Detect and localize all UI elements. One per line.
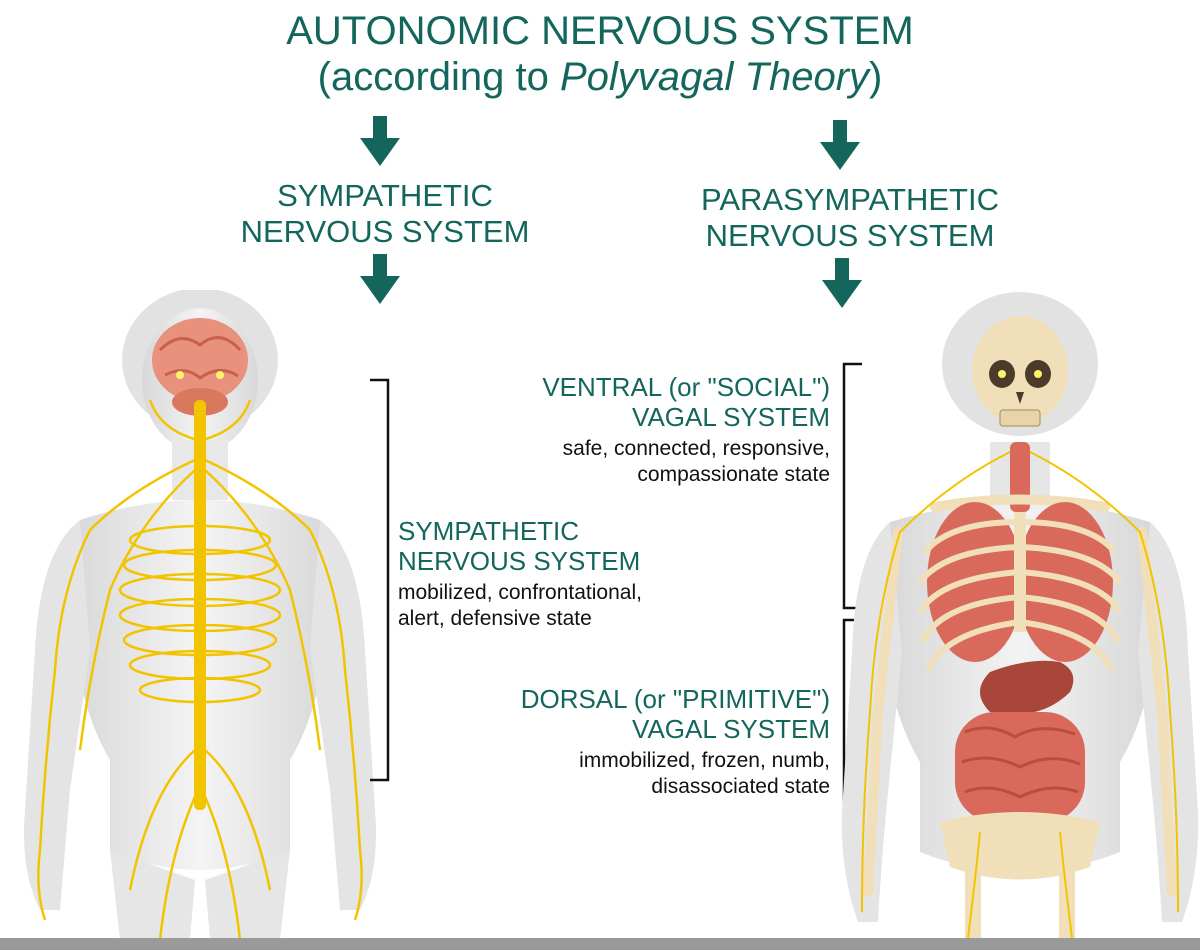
- branch-label-line: NERVOUS SYSTEM: [705, 218, 995, 253]
- callout-title-line: VAGAL SYSTEM: [632, 402, 830, 432]
- callout-description-line: disassociated state: [651, 775, 830, 798]
- ventral-vagal-callout: VENTRAL (or "SOCIAL") VAGAL SYSTEM safe,…: [480, 372, 830, 488]
- callout-description-line: immobilized, frozen, numb,: [579, 749, 830, 772]
- page-title: AUTONOMIC NERVOUS SYSTEM: [286, 9, 914, 53]
- sympathetic-branch-label: SYMPATHETIC NERVOUS SYSTEM: [200, 178, 570, 250]
- sympathetic-bracket: [370, 378, 390, 782]
- branch-label-line: SYMPATHETIC: [277, 178, 493, 213]
- subtitle-prefix: (according to: [317, 55, 560, 99]
- subtitle-theory-name: Polyvagal Theory: [559, 55, 870, 99]
- bottom-border: [0, 938, 1200, 950]
- nervous-system-figure: [24, 290, 376, 940]
- callout-title-line: DORSAL (or "PRIMITIVE"): [520, 684, 830, 714]
- page-subtitle: (according to Polyvagal Theory): [0, 54, 1200, 100]
- arrow-down-icon: [822, 258, 862, 308]
- callout-description-line: compassionate state: [637, 463, 830, 486]
- subtitle-suffix: ): [869, 55, 883, 99]
- dorsal-vagal-callout: DORSAL (or "PRIMITIVE") VAGAL SYSTEM imm…: [450, 684, 830, 800]
- callout-title-line: NERVOUS SYSTEM: [398, 546, 641, 576]
- sympathetic-callout: SYMPATHETIC NERVOUS SYSTEM mobilized, co…: [398, 516, 718, 632]
- callout-title-line: VENTRAL (or "SOCIAL"): [542, 372, 830, 402]
- ventral-vagal-bracket: [842, 362, 862, 610]
- callout-description-line: alert, defensive state: [398, 607, 592, 630]
- arrow-down-icon: [820, 120, 860, 170]
- callout-title-line: VAGAL SYSTEM: [632, 714, 830, 744]
- arrow-down-icon: [360, 116, 400, 166]
- branch-label-line: NERVOUS SYSTEM: [240, 214, 530, 249]
- callout-title-line: SYMPATHETIC: [398, 516, 580, 546]
- anatomy-organs-figure: [841, 292, 1199, 938]
- arrow-down-icon: [360, 254, 400, 304]
- parasympathetic-branch-label: PARASYMPATHETIC NERVOUS SYSTEM: [660, 182, 1040, 254]
- callout-description-line: mobilized, confrontational,: [398, 581, 642, 604]
- callout-description-line: safe, connected, responsive,: [562, 437, 830, 460]
- branch-label-line: PARASYMPATHETIC: [701, 182, 999, 217]
